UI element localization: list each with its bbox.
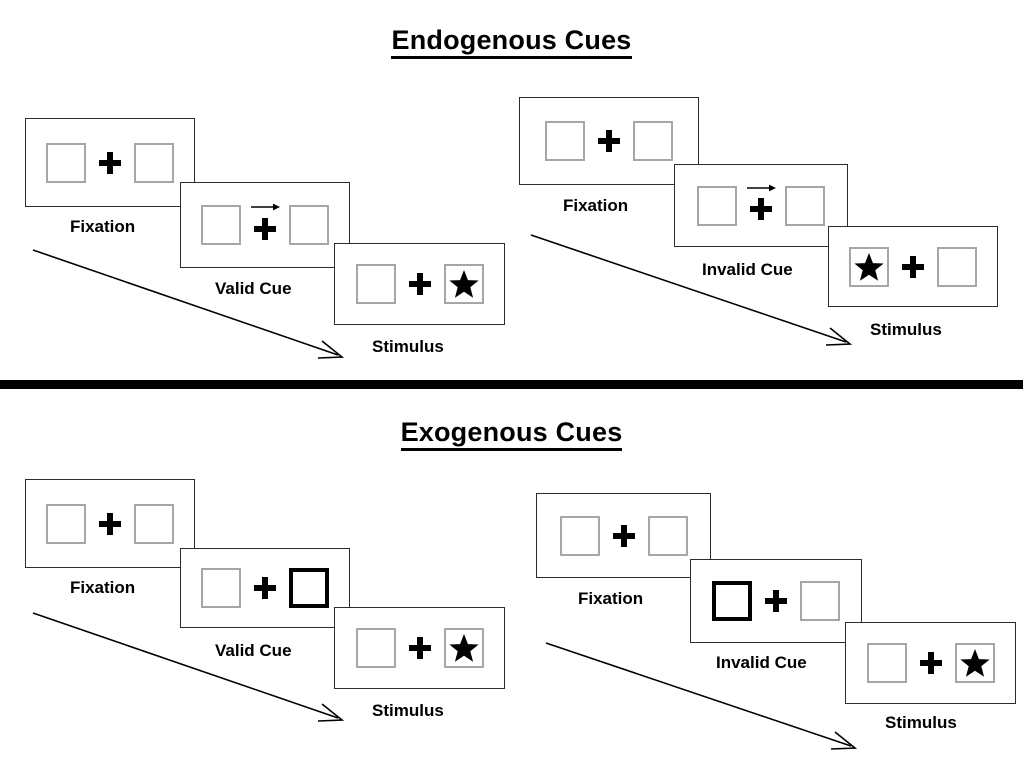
star-icon [448,269,479,298]
center-slot [752,578,800,624]
plus-icon [750,198,772,220]
time-arrow-icon [545,642,858,750]
section-title-exogenous-text: Exogenous Cues [400,417,623,451]
center-slot [86,501,134,547]
arrow-right-icon [747,184,776,191]
stimulus-box-right [647,515,688,556]
plus-icon [408,637,431,659]
panel-exogenous-invalid-stimulus [845,622,1016,704]
stimulus-box-left [46,503,86,544]
panel-exogenous-invalid-fixation [536,493,711,578]
center-slot [889,244,937,290]
stage-label-exogenous-valid-stimulus: Stimulus [372,701,444,720]
panel-endogenous-valid-cue [180,182,350,268]
center-slot [737,183,785,229]
stimulus-box-left [849,246,889,287]
panel-exogenous-invalid-cue [690,559,862,643]
stimulus-box-left [201,568,241,608]
plus-icon [902,255,924,278]
stimulus-box-left [559,515,600,556]
time-arrow-icon [32,249,345,359]
stimulus-box-right [800,581,840,621]
plus-icon [99,151,121,174]
stage-label-endogenous-invalid-cue: Invalid Cue [702,260,793,279]
stimulus-box-left [545,121,585,161]
stage-label-endogenous-valid-fixation: Fixation [70,217,136,236]
stimulus-box-left-cued [712,581,752,621]
panel-endogenous-invalid-stimulus [828,226,998,307]
stimulus-box-right-cued [289,568,329,608]
stimulus-box-right [937,246,977,287]
plus-icon [408,273,431,295]
star-icon [448,633,479,662]
panel-exogenous-valid-stimulus [334,607,505,689]
stage-label-endogenous-invalid-stimulus: Stimulus [870,320,942,339]
panel-endogenous-valid-stimulus [334,243,505,325]
panel-exogenous-valid-cue [180,548,350,628]
stimulus-box-left [355,628,396,668]
time-arrow-icon [32,612,345,722]
section-divider [0,380,1023,389]
stage-label-exogenous-invalid-fixation: Fixation [578,589,644,608]
stage-label-exogenous-invalid-cue: Invalid Cue [716,653,807,672]
center-slot [907,640,955,686]
center-slot [585,118,633,164]
plus-icon [254,217,276,240]
stimulus-box-right [134,142,174,183]
stimulus-box-right [134,503,174,544]
stimulus-box-right [443,264,484,304]
center-slot [396,625,444,671]
stage-label-exogenous-valid-cue: Valid Cue [215,641,292,660]
stage-label-endogenous-invalid-fixation: Fixation [563,196,629,215]
panel-endogenous-valid-fixation [25,118,195,207]
stimulus-box-right [633,121,673,161]
section-title-endogenous: Endogenous Cues [0,25,1023,59]
center-slot [241,202,289,248]
panel-endogenous-invalid-cue [674,164,848,247]
stimulus-box-right [289,205,329,245]
section-title-exogenous: Exogenous Cues [0,417,1023,451]
star-icon [854,252,884,281]
stimulus-box-left [355,264,396,304]
plus-icon [99,512,121,535]
stage-label-exogenous-valid-fixation: Fixation [70,578,136,597]
center-slot [241,565,289,611]
stage-label-endogenous-valid-cue: Valid Cue [215,279,292,298]
star-icon [959,648,990,677]
stimulus-box-right [954,643,995,683]
plus-icon [612,524,635,547]
stimulus-box-left [201,205,241,245]
plus-icon [254,577,276,599]
stimulus-box-right [443,628,484,668]
center-slot [396,261,444,307]
plus-icon [765,590,787,612]
center-slot [600,513,648,559]
stage-label-exogenous-invalid-stimulus: Stimulus [885,713,957,732]
panel-exogenous-valid-fixation [25,479,195,568]
stage-label-endogenous-valid-stimulus: Stimulus [372,337,444,356]
stimulus-box-left [697,185,737,226]
stimulus-box-left [866,643,907,683]
stimulus-box-left [46,142,86,183]
panel-endogenous-invalid-fixation [519,97,699,185]
time-arrow-icon [530,234,853,346]
stimulus-box-right [785,185,825,226]
plus-icon [919,652,942,674]
section-title-endogenous-text: Endogenous Cues [391,25,632,59]
plus-icon [598,130,620,152]
arrow-right-icon [251,203,280,211]
center-slot [86,140,134,186]
